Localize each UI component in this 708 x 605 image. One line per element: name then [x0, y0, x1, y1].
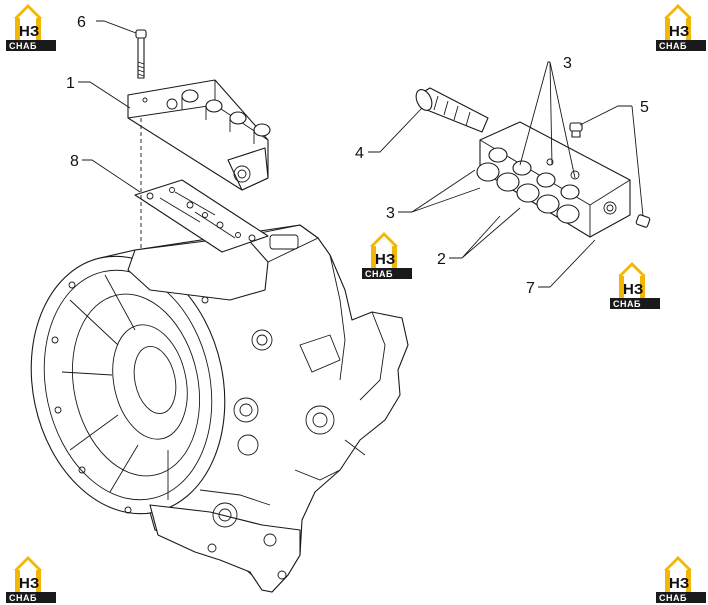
plug-part-5-top	[569, 122, 583, 138]
svg-text:СНАБ: СНАБ	[9, 41, 37, 51]
svg-text:НЗ: НЗ	[19, 575, 39, 592]
callout-labels: 6 1 8 4 3 2 3 7 5	[66, 14, 649, 297]
valve-block-part-1	[127, 79, 271, 191]
valve-block-part-7	[476, 121, 631, 238]
svg-text:НЗ: НЗ	[623, 281, 643, 298]
bolt-part-6	[135, 29, 147, 79]
svg-text:НЗ: НЗ	[19, 23, 39, 40]
plug-part-5-side	[635, 214, 651, 228]
svg-text:НЗ: НЗ	[375, 251, 395, 268]
svg-text:СНАБ: СНАБ	[365, 269, 393, 279]
callout-6: 6	[77, 14, 86, 31]
callout-8: 8	[70, 153, 79, 170]
watermark-logo-right: НЗ СНАБ	[610, 262, 660, 309]
callout-4: 4	[355, 145, 364, 162]
watermark-logo-bottom-left: НЗ СНАБ	[6, 556, 56, 603]
svg-text:НЗ: НЗ	[669, 575, 689, 592]
watermark-logo-bottom-right: НЗ СНАБ	[656, 556, 706, 603]
svg-text:СНАБ: СНАБ	[659, 41, 687, 51]
svg-text:СНАБ: СНАБ	[659, 593, 687, 603]
watermark-logo-top-left: НЗ СНАБ	[6, 4, 56, 51]
callout-7: 7	[526, 280, 535, 297]
sensor-part-4	[415, 87, 489, 133]
leader-lines	[78, 20, 644, 288]
callout-1: 1	[66, 75, 75, 92]
callout-2: 2	[437, 251, 446, 268]
svg-text:НЗ: НЗ	[669, 23, 689, 40]
callout-3-top: 3	[563, 55, 572, 72]
gasket-part-8	[134, 179, 269, 253]
transmission-housing	[30, 224, 409, 593]
svg-text:СНАБ: СНАБ	[9, 593, 37, 603]
watermark-logo-center: НЗ СНАБ	[362, 232, 412, 279]
callout-3-left: 3	[386, 205, 395, 222]
watermark-logo-top-right: НЗ СНАБ	[656, 4, 706, 51]
svg-text:СНАБ: СНАБ	[613, 299, 641, 309]
callout-5: 5	[640, 99, 649, 116]
